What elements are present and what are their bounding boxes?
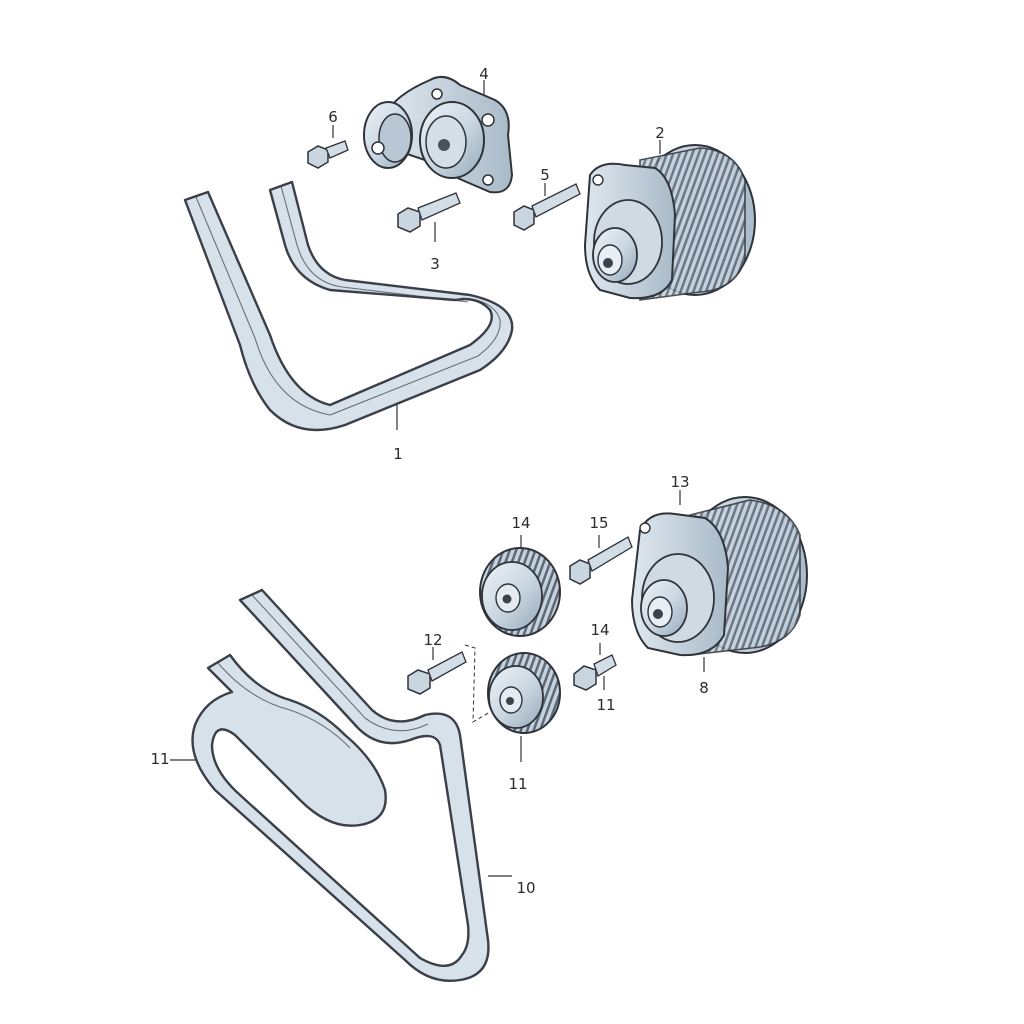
label-part-11-left: 11 — [150, 750, 170, 768]
belt-1 — [183, 180, 514, 432]
tensioner-assembly — [363, 75, 514, 194]
bolt-15 — [569, 536, 633, 585]
label-part-12: 12 — [423, 631, 443, 649]
label-part-11-bolt: 11 — [596, 696, 616, 714]
label-part-6: 6 — [328, 108, 338, 126]
label-part-1: 1 — [393, 445, 403, 463]
bolt-5 — [513, 183, 581, 231]
bolt-6 — [307, 140, 349, 169]
bolt-3 — [397, 192, 461, 233]
alternator-2 — [583, 144, 756, 301]
label-part-2: 2 — [655, 124, 665, 142]
label-part-14-bolt: 14 — [590, 621, 610, 639]
label-part-10: 10 — [516, 879, 536, 897]
bolt-12 — [407, 651, 467, 695]
label-part-4: 4 — [479, 65, 489, 83]
label-part-3: 3 — [430, 255, 440, 273]
label-part-11-pulley: 11 — [508, 775, 528, 793]
label-part-5: 5 — [540, 166, 550, 184]
label-part-14-pulley: 14 — [511, 514, 531, 532]
bolt-14 — [573, 654, 617, 691]
alternator-8 — [630, 496, 808, 657]
idler-pulley-lower — [487, 652, 561, 734]
label-part-8: 8 — [699, 679, 709, 697]
idler-pulley-upper — [479, 547, 561, 637]
label-part-15: 15 — [589, 514, 609, 532]
belt-10 — [191, 588, 490, 982]
label-part-13: 13 — [670, 473, 690, 491]
